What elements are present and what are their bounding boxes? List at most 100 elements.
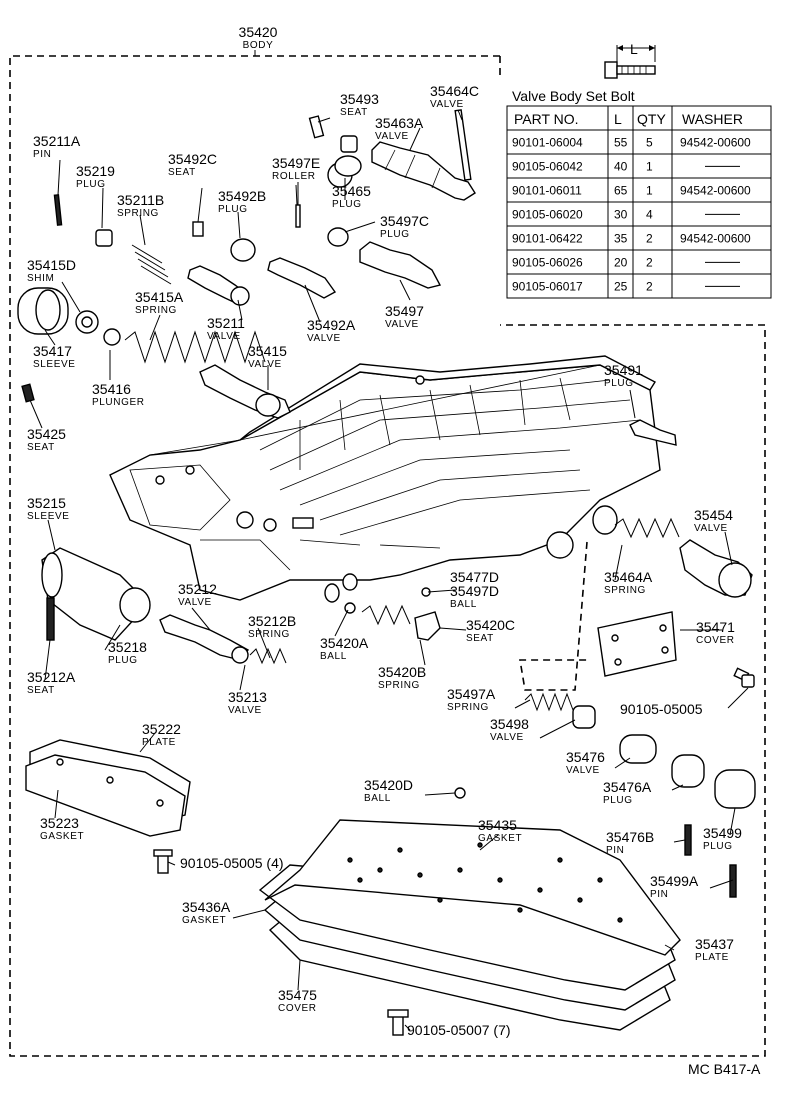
bolt-table-title: Valve Body Set Bolt (512, 88, 635, 104)
bolt-length-label: L (630, 41, 638, 57)
part-number: 35492B (218, 188, 266, 204)
cell-part-no: 90101-06422 (512, 231, 583, 245)
part-name: SPRING (135, 305, 177, 316)
part-name: BALL (364, 793, 391, 804)
part-name: SEAT (27, 442, 55, 453)
part-name: VALVE (178, 597, 212, 608)
valve-body-casting (109, 355, 661, 603)
bolt-table: Valve Body Set Bolt PART NO. L QTY WASHE… (506, 88, 772, 299)
part-name: SPRING (248, 629, 290, 640)
part-number: 35420A (320, 635, 369, 651)
cell-l: 65 (614, 183, 628, 197)
part-number: 35465 (332, 183, 371, 199)
part-number: 35499 (703, 825, 742, 841)
part-name: ROLLER (272, 171, 316, 182)
part-number: 35491 (604, 362, 643, 378)
parts-left-assembly (17, 287, 291, 419)
part-number: 35222 (142, 721, 181, 737)
part-number: 35420D (364, 777, 413, 793)
parts-left-lower (41, 547, 287, 665)
part-number: 35498 (490, 716, 529, 732)
cell-washer: 94542-00600 (680, 183, 751, 197)
part-name: VALVE (694, 523, 728, 534)
cell-l: 35 (614, 231, 628, 245)
cell-qty: 2 (646, 255, 653, 269)
part-number: 35477D (450, 569, 499, 585)
part-number: 35476 (566, 749, 605, 765)
part-labels: 35420BODY35493SEAT35464CVALVE35463AVALVE… (27, 24, 742, 1038)
part-number: 35493 (340, 91, 379, 107)
cell-part-no: 90105-06020 (512, 207, 583, 221)
part-number: 35497C (380, 213, 429, 229)
part-number: 35219 (76, 163, 115, 179)
part-name: SEAT (168, 167, 196, 178)
cell-qty: 5 (646, 135, 653, 149)
cell-qty: 1 (646, 183, 653, 197)
bolt-table-header: PART NO. L QTY WASHER (514, 111, 743, 127)
col-qty: QTY (637, 111, 666, 127)
part-number: 35464A (604, 569, 653, 585)
part-name: GASKET (40, 831, 84, 842)
part-number: 35471 (696, 619, 735, 635)
part-number: 35497D (450, 583, 499, 599)
part-name: PLUG (332, 199, 362, 210)
part-name: PLUG (604, 378, 634, 389)
part-name: SEAT (340, 107, 368, 118)
part-number: 35417 (33, 343, 72, 359)
part-name: VALVE (385, 319, 419, 330)
part-name: VALVE (375, 131, 409, 142)
cell-washer: 94542-00600 (680, 231, 751, 245)
part-name: GASKET (182, 915, 226, 926)
cell-l: 25 (614, 279, 628, 293)
part-name: PLUG (218, 204, 248, 215)
part-name: SHIM (27, 273, 54, 284)
cell-part-no: 90101-06004 (512, 135, 583, 149)
part-number: 35211B (117, 192, 164, 208)
part-name: VALVE (490, 732, 524, 743)
col-l: L (614, 111, 622, 127)
part-name: PLUG (703, 841, 733, 852)
part-name: SPRING (604, 585, 646, 596)
part-number: 35492C (168, 151, 217, 167)
cell-qty: 2 (646, 279, 653, 293)
parts-top-cluster (53, 109, 476, 306)
parts-separator-plates (258, 819, 681, 1036)
part-label: 90105-05005 (4) (180, 855, 284, 871)
part-label: 90105-05005 (620, 701, 703, 717)
cell-part-no: 90105-06026 (512, 255, 583, 269)
part-name: GASKET (478, 833, 522, 844)
part-name: PIN (33, 149, 51, 160)
part-name: PLUG (76, 179, 106, 190)
part-name: VALVE (566, 765, 600, 776)
part-number: 35213 (228, 689, 267, 705)
part-number: 35215 (27, 495, 66, 511)
part-number: 35463A (375, 115, 424, 131)
part-number: 35454 (694, 507, 733, 523)
